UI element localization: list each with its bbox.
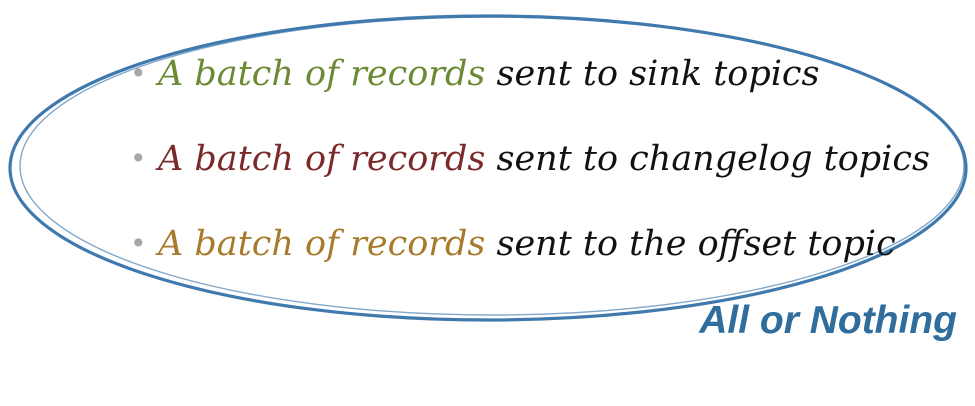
bullet-marker: • [130, 142, 147, 175]
bullet-offset-topic: • A batch of records sent to the offset t… [130, 214, 930, 299]
bullet-highlight: A batch of records [158, 139, 486, 179]
bullet-text: sent to changelog topics [485, 139, 930, 179]
bullet-highlight: A batch of records [158, 224, 486, 264]
bullet-changelog-topics: • A batch of records sent to changelog to… [130, 129, 930, 214]
bullet-highlight: A batch of records [158, 54, 486, 94]
bullet-text: sent to sink topics [485, 54, 820, 94]
bullet-sink-topics: • A batch of records sent to sink topics [130, 44, 930, 129]
tagline: All or Nothing [699, 299, 957, 342]
bullet-text: sent to the offset topic [485, 224, 896, 264]
bullet-marker: • [130, 227, 147, 260]
bullet-marker: • [130, 57, 147, 90]
bullet-list: •A batch of records sent to sink topics … [130, 44, 930, 299]
